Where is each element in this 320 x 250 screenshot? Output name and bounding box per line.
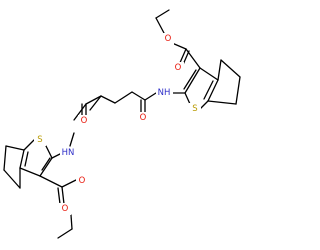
- bond: [155, 9, 170, 19]
- atom-label-bg: [78, 115, 90, 127]
- bond: [183, 69, 197, 90]
- bond: [207, 79, 219, 102]
- bond: [39, 175, 63, 188]
- bond: [39, 157, 53, 177]
- bond: [57, 228, 73, 239]
- atom-label-sulfur: S: [37, 135, 42, 145]
- atom-label-oxygen: O: [165, 34, 172, 44]
- atom-label-oxygen: O: [79, 176, 86, 186]
- atom-label-bg: [60, 147, 77, 159]
- bond: [24, 151, 29, 167]
- bond: [5, 145, 25, 151]
- bond: [184, 67, 201, 94]
- bond: [45, 145, 53, 159]
- atom-label-oxygen: O: [62, 204, 69, 214]
- bond: [114, 91, 133, 104]
- atom-label-bg: [162, 33, 174, 45]
- atom-label-amine: NH: [158, 88, 171, 98]
- bond: [203, 80, 214, 100]
- bond: [235, 76, 241, 105]
- atom-label-bg: [156, 87, 173, 99]
- bond: [220, 59, 241, 78]
- bond: [184, 92, 191, 105]
- bond: [3, 169, 21, 189]
- bond: [171, 42, 187, 50]
- atom-label-bg: [137, 112, 149, 124]
- bond: [217, 59, 222, 81]
- bond: [69, 132, 75, 147]
- atom-label-oxygen: O: [175, 63, 182, 73]
- bond: [61, 186, 65, 205]
- atom-label-sulfur: S: [192, 104, 197, 114]
- atom-label-bg: [76, 175, 88, 187]
- bond: [73, 103, 87, 121]
- atom-label-bg: [189, 103, 201, 115]
- atom-label-bg: [59, 203, 71, 215]
- bond: [70, 214, 73, 230]
- bond: [144, 92, 157, 101]
- atom-label-oxygen: O: [140, 113, 147, 123]
- bond: [207, 100, 237, 105]
- atom-label-oxygen: O: [81, 116, 88, 126]
- atom-label-bg: [172, 62, 184, 74]
- atom-label-layer: O O NH S O O HN S O O: [34, 33, 201, 215]
- bond: [19, 167, 41, 177]
- bond: [100, 95, 116, 104]
- bond: [23, 139, 35, 151]
- molecule-structure-diagram: O O NH S O O HN S O O: [3, 9, 241, 239]
- atom-label-amine: HN: [62, 148, 75, 158]
- bond: [199, 67, 219, 81]
- bond: [155, 17, 165, 34]
- bond: [3, 145, 7, 171]
- bond-layer: [3, 9, 241, 239]
- bond: [131, 91, 146, 101]
- bond: [199, 100, 209, 110]
- bond: [185, 48, 201, 69]
- bond: [89, 95, 102, 111]
- bond: [19, 149, 25, 169]
- bond: [57, 187, 61, 205]
- bond: [61, 179, 77, 188]
- bond: [41, 157, 51, 171]
- atom-label-bg: [34, 134, 46, 146]
- bond: [85, 95, 102, 105]
